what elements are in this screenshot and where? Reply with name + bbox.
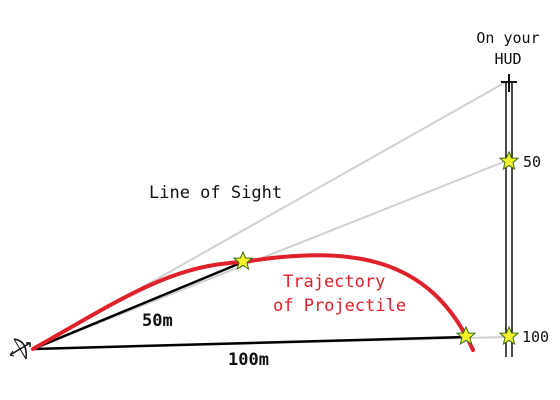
star-icon — [232, 250, 254, 271]
hud-mark-50: 50 — [523, 153, 541, 171]
bow-icon — [9, 338, 31, 360]
star-icon — [498, 150, 520, 171]
distance-line-50m — [32, 260, 244, 351]
trajectory-label-line2: of Projectile — [273, 296, 406, 316]
star-icon — [498, 325, 520, 346]
hud-title-line1: On your — [476, 29, 539, 47]
hud-mark-100: 100 — [522, 328, 549, 346]
star-icon — [455, 325, 477, 346]
distance-label-50m: 50m — [142, 311, 173, 331]
projectile-trajectory — [31, 253, 475, 352]
hud-title-line2: HUD — [494, 50, 521, 68]
trajectory-label-line1: Trajectory — [283, 272, 385, 292]
distance-line-100m — [32, 335, 467, 351]
line-of-sight-label: Line of Sight — [149, 183, 282, 203]
distance-label-100m: 100m — [228, 350, 269, 370]
